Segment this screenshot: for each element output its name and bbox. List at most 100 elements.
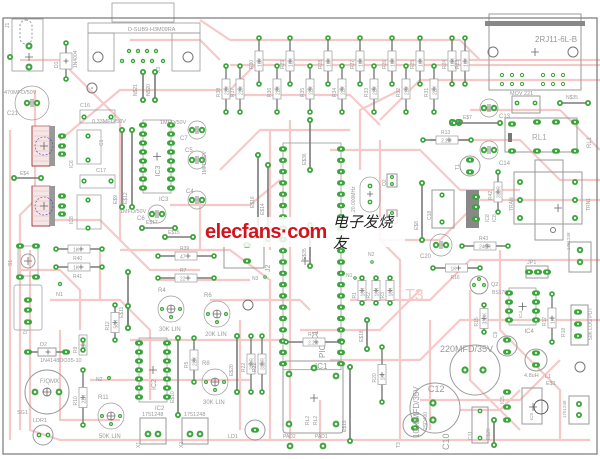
pad-hole xyxy=(360,276,364,280)
pad-hole xyxy=(109,179,113,183)
trace xyxy=(330,318,600,362)
pad-hole xyxy=(282,261,284,263)
pad-hole xyxy=(27,65,31,69)
pad-hole xyxy=(249,334,253,338)
pad-hole xyxy=(140,226,144,230)
pad-hole xyxy=(340,294,342,297)
terminal-outline xyxy=(181,417,209,445)
pad-hole xyxy=(450,36,454,40)
pad-hole xyxy=(469,159,471,161)
pad-hole xyxy=(166,387,168,389)
pad-hole xyxy=(126,270,130,274)
pad-hole xyxy=(166,342,168,344)
pad-hole xyxy=(224,64,228,68)
pad-hole xyxy=(308,118,312,122)
component-label: 22K xyxy=(433,85,439,95)
component-label: R18 xyxy=(561,328,567,337)
pad-hole xyxy=(369,185,371,187)
component-label: J1 xyxy=(5,23,11,29)
component-label: R33 xyxy=(364,88,370,97)
terminal-outline xyxy=(568,395,590,425)
pad-hole xyxy=(238,64,242,68)
component-label: 2.2K xyxy=(441,139,452,145)
pad-hole xyxy=(282,249,284,252)
pad-hole xyxy=(170,316,172,318)
component-label: 470MFD/50V xyxy=(4,90,37,96)
component-label: R3 xyxy=(380,292,386,299)
origin-cross xyxy=(78,264,84,270)
component-label: R7 xyxy=(180,268,187,274)
component-label: R9 xyxy=(73,346,79,353)
pad-hole xyxy=(574,121,576,123)
origin-cross xyxy=(313,339,319,345)
pad-hole xyxy=(481,368,485,372)
dsub-mount-hole xyxy=(92,51,104,63)
pad-hole xyxy=(238,110,242,114)
pad-hole xyxy=(506,406,508,408)
component-label: 1K xyxy=(551,317,557,324)
pad-hole xyxy=(287,372,291,376)
trace xyxy=(199,19,481,61)
pad-hole xyxy=(282,181,284,184)
led-outline xyxy=(244,419,266,441)
pad-hole xyxy=(142,142,144,144)
rj11-pin xyxy=(550,72,556,78)
pad-hole xyxy=(463,82,467,86)
pad-hole xyxy=(35,245,37,247)
pad-hole xyxy=(374,301,378,305)
rl1-label: RL1 xyxy=(532,133,547,142)
component-label: 30K LIN xyxy=(203,400,225,406)
rl1-marker xyxy=(508,133,512,142)
origin-cross xyxy=(248,361,254,367)
component-label: R10 xyxy=(73,396,79,405)
pad-hole xyxy=(340,181,342,184)
component-label: 1K xyxy=(381,374,387,381)
component-label: LDR1 xyxy=(33,418,47,424)
component-label: BS170 xyxy=(492,290,507,296)
rj11-pin xyxy=(560,81,566,87)
transformer-outline xyxy=(513,171,583,225)
pad-hole xyxy=(498,121,502,125)
pad-hole xyxy=(142,169,144,171)
pad-hole xyxy=(434,243,438,247)
component-label: R23 xyxy=(455,60,461,69)
component-label: Q2 xyxy=(491,282,498,288)
component-label: R25 xyxy=(410,60,416,69)
component-label: IC4 xyxy=(525,329,535,335)
pad-hole xyxy=(432,110,436,114)
pad-hole xyxy=(25,101,29,105)
component-label: E$7 xyxy=(463,115,472,121)
pad-hole xyxy=(61,205,63,207)
trace xyxy=(219,128,350,171)
pad-hole xyxy=(372,64,376,68)
pad-hole xyxy=(282,351,284,354)
pad-hole xyxy=(535,310,537,312)
pad-hole xyxy=(249,390,253,394)
component-label: 10K xyxy=(464,57,470,67)
trace xyxy=(130,38,221,61)
rj11-outline xyxy=(488,13,582,91)
component-label: C16 xyxy=(80,103,90,109)
component-label: IC6 xyxy=(69,160,75,168)
pad-hole xyxy=(578,248,582,252)
origin-cross xyxy=(112,320,118,325)
component-label: PIC xyxy=(318,344,327,358)
mounting-hole xyxy=(242,299,254,311)
mounting-hole xyxy=(86,82,98,94)
component-label: T1 xyxy=(455,164,461,170)
pad-hole xyxy=(86,158,90,162)
pad-hole xyxy=(81,423,85,427)
pad-hole xyxy=(128,50,130,52)
pad-hole xyxy=(260,334,264,338)
pad-hole xyxy=(390,82,394,86)
component-label: 1N4004 xyxy=(73,50,79,68)
pad-hole xyxy=(536,150,538,152)
pad-hole xyxy=(369,201,371,203)
origin-cross xyxy=(417,58,423,64)
component-label: E$20 xyxy=(486,428,492,440)
pad-hole xyxy=(334,422,338,426)
pad-hole xyxy=(348,439,352,443)
pad-hole xyxy=(282,306,284,309)
pad-hole xyxy=(432,64,436,68)
component-label: 30K LIN xyxy=(159,327,181,333)
